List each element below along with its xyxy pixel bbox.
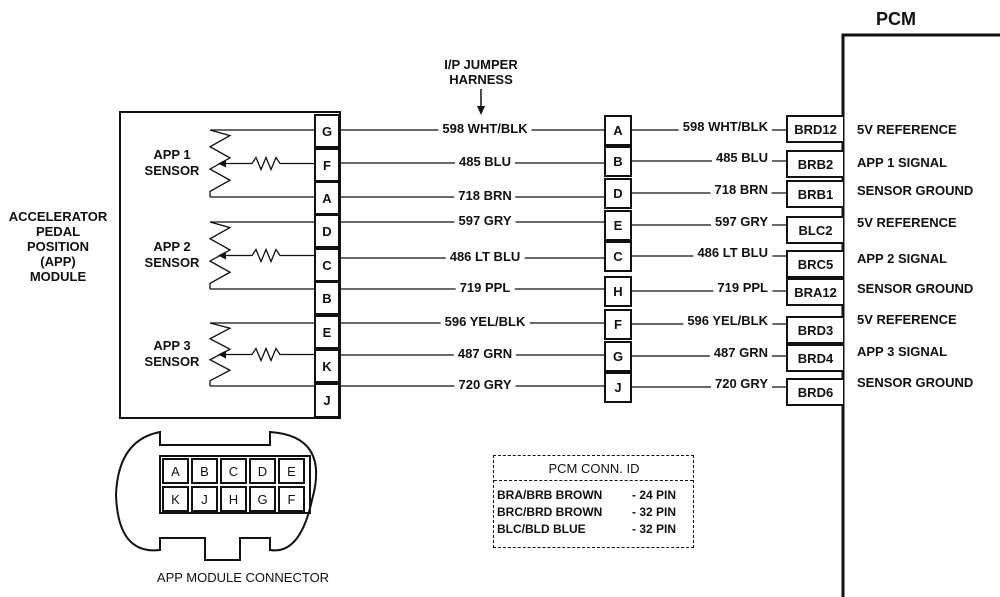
harness-label-2: HARNESS bbox=[449, 72, 513, 87]
pcm-function-label: SENSOR GROUND bbox=[857, 183, 974, 198]
module-pin-D: D bbox=[314, 214, 340, 248]
pcm-title: PCM bbox=[876, 9, 916, 29]
pcm-function-label: SENSOR GROUND bbox=[857, 375, 974, 390]
pcm-function-label: APP 1 SIGNAL bbox=[857, 155, 948, 170]
harness-arrowhead bbox=[477, 106, 485, 115]
pcm-function-label: 5V REFERENCE bbox=[857, 215, 957, 230]
wire-label-right: 597 GRY bbox=[711, 215, 772, 228]
pcm-pin-BRB2: BRB2 bbox=[786, 150, 843, 178]
pcm-function-label: APP 2 SIGNAL bbox=[857, 251, 948, 266]
pcm-pin-BRC5: BRC5 bbox=[786, 250, 843, 278]
pcm-pin-BRD3: BRD3 bbox=[786, 316, 843, 344]
conn-id-pins: - 24 PIN bbox=[632, 488, 677, 502]
pcm-function-label: APP 3 SIGNAL bbox=[857, 344, 948, 359]
module-pin-B: B bbox=[314, 281, 340, 315]
wire-label-left: 719 PPL bbox=[455, 281, 515, 294]
jumper-pin-B: B bbox=[604, 146, 632, 177]
harness-label-1: I/P JUMPER bbox=[444, 57, 518, 72]
wiper-resistor-icon bbox=[222, 155, 314, 172]
connector-cell-H: H bbox=[220, 486, 247, 512]
jumper-pin-F: F bbox=[604, 309, 632, 340]
connector-cell-A: A bbox=[162, 458, 189, 484]
app-module-box bbox=[119, 111, 341, 419]
module-label-line: POSITION bbox=[26, 239, 90, 254]
wire-label-right: 718 BRN bbox=[710, 183, 772, 196]
connector-cell-C: C bbox=[220, 458, 247, 484]
connector-cell-F: F bbox=[278, 486, 305, 512]
connector-cell-D: D bbox=[249, 458, 276, 484]
wire-label-left: 598 WHT/BLK bbox=[438, 122, 532, 135]
module-pin-J: J bbox=[314, 383, 340, 418]
pcm-pin-BRD4: BRD4 bbox=[786, 344, 843, 372]
jumper-pin-G: G bbox=[604, 341, 632, 372]
pcm-pin-BRB1: BRB1 bbox=[786, 180, 843, 208]
connector-pin-grid bbox=[159, 455, 311, 514]
module-label-line: MODULE bbox=[29, 269, 87, 284]
pcm-pin-BLC2: BLC2 bbox=[786, 216, 843, 244]
connector-outline bbox=[114, 430, 318, 561]
module-pin-G: G bbox=[314, 114, 340, 148]
sensor-label: SENSOR bbox=[144, 162, 200, 178]
conn-id-pins: - 32 PIN bbox=[632, 522, 677, 536]
wiper-arrow-icon bbox=[218, 159, 226, 168]
wire-label-left: 718 BRN bbox=[454, 189, 516, 202]
pcm-function-label: 5V REFERENCE bbox=[857, 122, 957, 137]
connector-cell-G: G bbox=[249, 486, 276, 512]
wire-label-left: 597 GRY bbox=[454, 214, 516, 227]
sensor-label: APP 3 bbox=[153, 337, 191, 353]
wire-label-left: 720 GRY bbox=[454, 378, 516, 391]
conn-id-name: BRA/BRB BROWN bbox=[497, 488, 603, 502]
module-pin-F: F bbox=[314, 148, 340, 182]
sensor-label: APP 1 bbox=[153, 146, 191, 162]
wire-label-left: 487 GRN bbox=[453, 347, 517, 360]
pcm-conn-id-box: PCM CONN. ID BRA/BRB BROWN - 24 PIN BRC/… bbox=[493, 455, 694, 548]
conn-id-name: BRC/BRD BROWN bbox=[497, 505, 603, 519]
wire-label-left: 486 LT BLU bbox=[445, 250, 525, 263]
conn-id-name: BLC/BLD BLUE bbox=[497, 522, 586, 536]
wire-label-right: 487 GRN bbox=[709, 346, 772, 359]
conn-id-pins: - 32 PIN bbox=[632, 505, 677, 519]
pcm-function-label: 5V REFERENCE bbox=[857, 312, 957, 327]
jumper-pin-C: C bbox=[604, 241, 632, 272]
sensor-label: APP 2 bbox=[153, 238, 191, 254]
sensor-label: SENSOR bbox=[144, 254, 200, 270]
jumper-pin-H: H bbox=[604, 276, 632, 307]
jumper-pin-D: D bbox=[604, 178, 632, 209]
pcm-pin-BRA12: BRA12 bbox=[786, 278, 843, 306]
wiper-arrow-icon bbox=[218, 251, 226, 260]
connector-cell-K: K bbox=[162, 486, 189, 512]
jumper-pin-J: J bbox=[604, 372, 632, 403]
jumper-pin-E: E bbox=[604, 210, 632, 241]
pcm-pin-BRD12: BRD12 bbox=[786, 115, 843, 143]
connector-cell-E: E bbox=[278, 458, 305, 484]
module-pin-K: K bbox=[314, 349, 340, 383]
module-label-line: PEDAL bbox=[35, 224, 81, 239]
connector-cell-B: B bbox=[191, 458, 218, 484]
sensor-label: SENSOR bbox=[144, 353, 200, 369]
wire-label-right: 719 PPL bbox=[713, 281, 772, 294]
module-pin-E: E bbox=[314, 315, 340, 349]
wiper-resistor-icon bbox=[222, 247, 314, 264]
pcm-boundary bbox=[841, 33, 1000, 597]
module-pin-A: A bbox=[314, 181, 340, 215]
connector-cell-J: J bbox=[191, 486, 218, 512]
wire-label-right: 486 LT BLU bbox=[693, 246, 772, 259]
wire-label-left: 485 BLU bbox=[454, 155, 516, 168]
connector-caption: APP MODULE CONNECTOR bbox=[156, 570, 330, 585]
pcm-pin-BRD6: BRD6 bbox=[786, 378, 843, 406]
wire-label-right: 720 GRY bbox=[711, 377, 772, 390]
wire-label-right: 596 YEL/BLK bbox=[683, 314, 772, 327]
jumper-pin-A: A bbox=[604, 115, 632, 146]
wire-label-right: 485 BLU bbox=[711, 151, 772, 164]
wiper-resistor-icon bbox=[222, 346, 314, 363]
pcm-conn-id-title: PCM CONN. ID bbox=[548, 461, 640, 476]
wire-label-right: 598 WHT/BLK bbox=[678, 120, 772, 133]
wiper-arrow-icon bbox=[218, 350, 226, 359]
module-pin-C: C bbox=[314, 248, 340, 282]
module-label-line: ACCELERATOR bbox=[8, 209, 108, 224]
module-label-line: (APP) bbox=[40, 254, 76, 269]
wire-label-left: 596 YEL/BLK bbox=[440, 315, 530, 328]
pcm-function-label: SENSOR GROUND bbox=[857, 281, 974, 296]
